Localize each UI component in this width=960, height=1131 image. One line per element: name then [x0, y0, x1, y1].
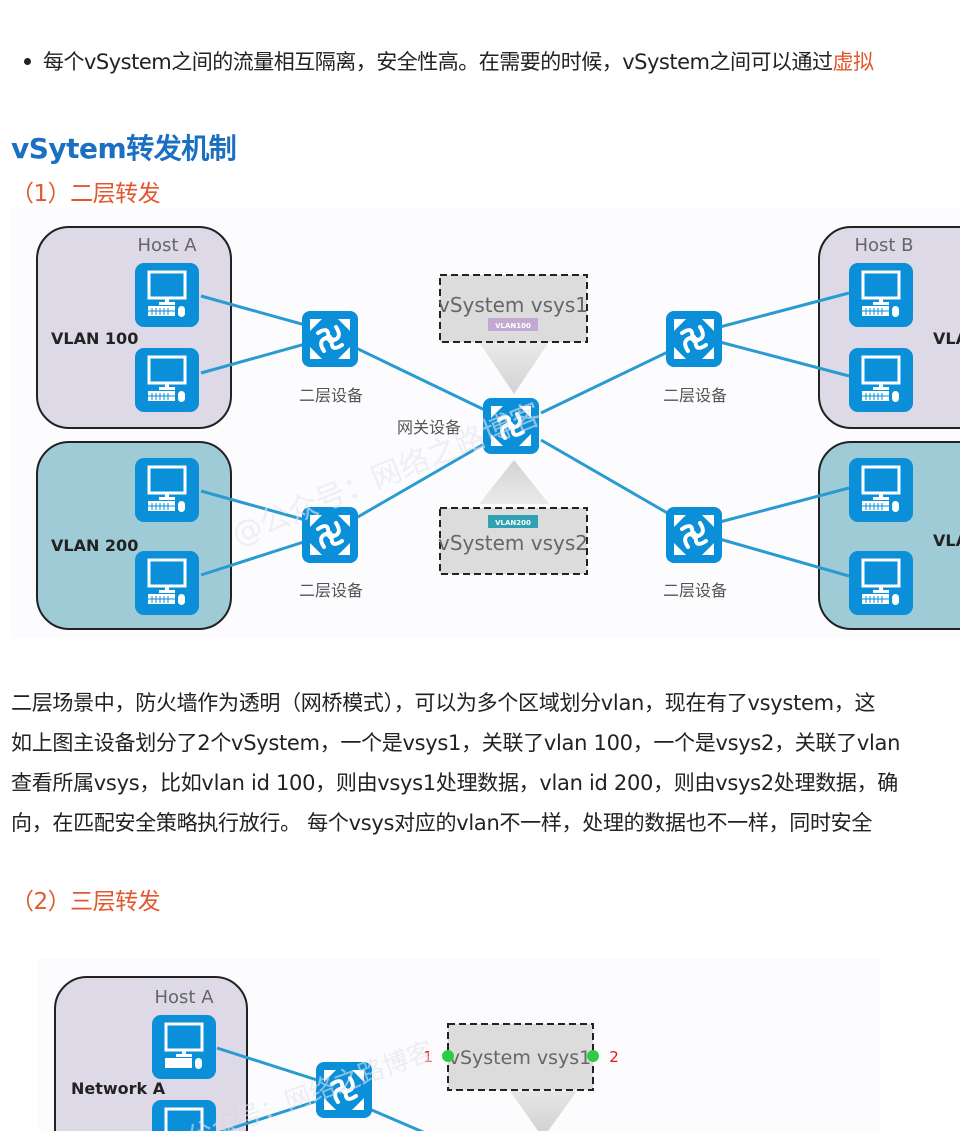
pc-icon: [150, 1013, 218, 1081]
vsys1-label: vSystem vsys1: [438, 293, 588, 317]
vsys1-vlan-tag-text: VLAN100: [495, 322, 531, 330]
l2-forwarding-diagram: vSystem vsys1 VLAN100 VLAN200 vSystem vs…: [11, 208, 960, 638]
pc-icon: [133, 456, 201, 524]
l2-switch-icon: [664, 309, 724, 369]
pc-icon: [847, 346, 915, 414]
l3-forwarding-diagram: vSystem vsys1 1 2 Host A Network A @公众号：…: [37, 958, 880, 1131]
l2-device-label: 二层设备: [299, 386, 363, 405]
vlan-right-top-label: VLA: [933, 329, 960, 348]
paragraph-line: 向，在匹配安全策略执行放行。 每个vsys对应的vlan不一样，处理的数据也不一…: [11, 811, 873, 835]
vsys1-label: vSystem vsys1: [449, 1047, 592, 1069]
pc-icon: [133, 261, 201, 329]
port-2-label: 2: [609, 1048, 619, 1066]
vlan-right-bottom-label: VLA: [933, 531, 960, 550]
host-a-label: Host A: [154, 987, 214, 1008]
network-links: [200, 291, 850, 578]
vsys1-box: [439, 274, 588, 343]
host-a-label: Host A: [137, 235, 197, 256]
vsys2-vlan-tag: [488, 515, 538, 528]
vsys1-box: [447, 1023, 594, 1091]
vsys2-vlan-tag-text: VLAN200: [495, 519, 531, 527]
l2-device-label: 二层设备: [663, 386, 727, 405]
vsys1-funnel: [510, 1091, 577, 1131]
paragraph-line: 查看所属vsys，比如vlan id 100，则由vsys1处理数据，vlan …: [11, 771, 899, 795]
port-2-indicator: [587, 1050, 599, 1062]
vsys2-funnel: [479, 460, 549, 504]
vlan100-label: VLAN 100: [51, 329, 138, 348]
section-heading: vSytem转发机制: [11, 132, 237, 165]
subsection-title-l3: （2）三层转发: [11, 889, 161, 915]
vsys1-vlan-tag: [488, 318, 538, 331]
port-1-label: 1: [423, 1048, 433, 1066]
port-1-indicator: [442, 1050, 454, 1062]
bullet-text: 每个vSystem之间的流量相互隔离，安全性高。在需要的时候，vSystem之间…: [43, 50, 833, 74]
l2-switch-icon: [664, 505, 724, 565]
pc-icon: [847, 549, 915, 617]
bullet-dot: [24, 57, 31, 65]
vlan100-zone: [36, 226, 232, 429]
l2-device-label: 二层设备: [663, 581, 727, 600]
network-links: [216, 1046, 425, 1131]
bullet-item: 每个vSystem之间的流量相互隔离，安全性高。在需要的时候，vSystem之间…: [20, 46, 874, 76]
vsys2-label: vSystem vsys2: [438, 531, 588, 555]
pc-icon: [847, 261, 915, 329]
pc-icon: [133, 549, 201, 617]
network-a-zone: [54, 976, 248, 1131]
l2-device-label: 二层设备: [299, 581, 363, 600]
l2-explanation-paragraph: 二层场景中，防火墙作为透明（网桥模式），可以为多个区域划分vlan，现在有了vs…: [11, 683, 960, 843]
subsection-title-l2: （1）二层转发: [11, 181, 161, 207]
network-a-label: Network A: [71, 1079, 166, 1098]
virtual-link[interactable]: 虚拟: [832, 50, 874, 74]
pc-icon: [133, 346, 201, 414]
vlan200-label: VLAN 200: [51, 536, 138, 555]
l2-switch-icon: [300, 309, 360, 369]
paragraph-line: 二层场景中，防火墙作为透明（网桥模式），可以为多个区域划分vlan，现在有了vs…: [11, 691, 876, 715]
gateway-label: 网关设备: [397, 418, 461, 437]
paragraph-line: 如上图主设备划分了2个vSystem，一个是vsys1，关联了vlan 100，…: [11, 731, 901, 755]
vsys1-funnel: [479, 342, 549, 394]
host-b-label: Host B: [854, 235, 913, 256]
pc-icon: [847, 456, 915, 524]
